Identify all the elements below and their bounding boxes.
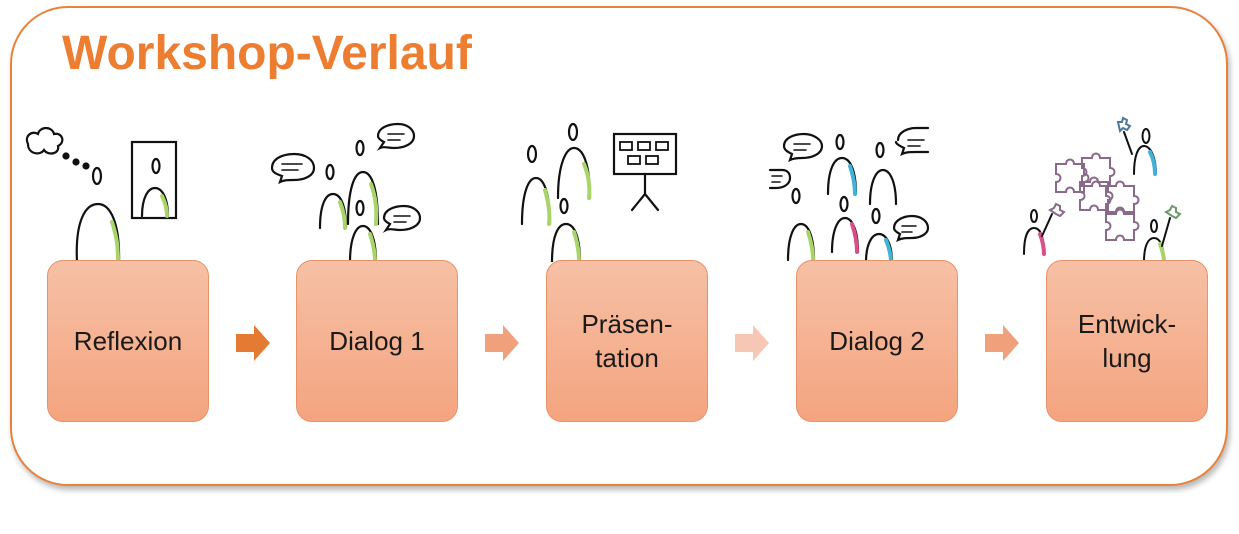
arrow-right-icon: [735, 325, 769, 361]
arrow-right-icon: [485, 325, 519, 361]
arrow-right-icon: [985, 325, 1019, 361]
puzzle-development-sketch-icon: [1020, 112, 1190, 262]
dialog-sketch-icon: [268, 112, 428, 262]
step-dialog-1-box: Dialog 1: [296, 260, 458, 422]
group-dialog-sketch-icon: [768, 112, 938, 262]
step-dialog-2-box: Dialog 2: [796, 260, 958, 422]
page-title: Workshop-Verlauf: [62, 27, 472, 80]
step-praesentation-box: Präsen- tation: [546, 260, 708, 422]
reflexion-sketch-icon: [20, 112, 190, 262]
step-entwicklung-box: Entwick- lung: [1046, 260, 1208, 422]
presentation-sketch-icon: [518, 112, 688, 262]
arrow-right-icon: [236, 325, 270, 361]
step-reflexion-box: Reflexion: [47, 260, 209, 422]
